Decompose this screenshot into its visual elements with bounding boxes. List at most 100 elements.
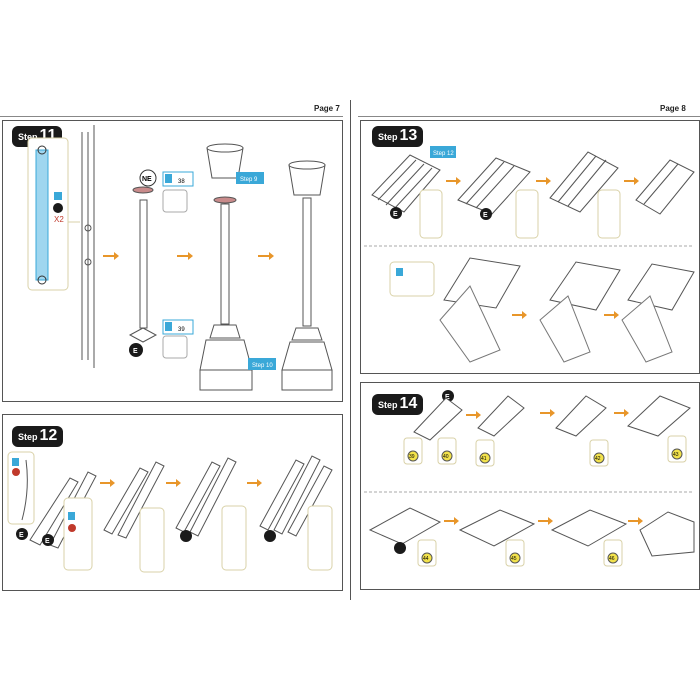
leaf-part bbox=[21, 459, 28, 521]
e-callout bbox=[129, 343, 143, 357]
e-callout bbox=[16, 528, 28, 540]
blade bbox=[103, 467, 149, 535]
step-word: Step bbox=[18, 432, 38, 442]
part-number: 46 bbox=[609, 556, 615, 562]
step-number: 13 bbox=[399, 127, 418, 144]
post-plinth bbox=[199, 369, 253, 391]
part-card bbox=[221, 505, 247, 571]
blue-rod-part bbox=[35, 149, 49, 281]
post-base-plate bbox=[128, 327, 158, 343]
lamp-top-rim bbox=[206, 143, 244, 153]
blade-bundle bbox=[555, 395, 607, 437]
part-number-dot bbox=[607, 552, 619, 564]
blade-line bbox=[557, 155, 597, 203]
grid-frame bbox=[627, 263, 695, 311]
multiplier-text: X2 bbox=[54, 215, 64, 224]
part-number: 44 bbox=[423, 556, 429, 562]
blade-line bbox=[465, 161, 505, 205]
tag-letter bbox=[165, 322, 172, 331]
step-number: 14 bbox=[399, 395, 418, 412]
arrow bbox=[540, 409, 555, 417]
step-12-label: Step 12 bbox=[12, 426, 64, 447]
blade-line bbox=[385, 163, 425, 206]
part-number: 39 bbox=[409, 454, 415, 460]
arrow bbox=[624, 177, 639, 185]
e-callout bbox=[390, 207, 402, 219]
ne-callout bbox=[139, 169, 157, 187]
rod-end bbox=[37, 145, 47, 155]
step-13-label: Step 13 bbox=[372, 126, 424, 147]
part-number-dot bbox=[421, 552, 433, 564]
blade bbox=[189, 457, 237, 537]
blade bbox=[287, 465, 333, 537]
part-letter-tag bbox=[396, 268, 403, 276]
blade-line bbox=[643, 163, 679, 205]
part-number-dot bbox=[671, 448, 683, 460]
blade-bundle bbox=[639, 511, 695, 557]
blade-bundle bbox=[627, 395, 691, 437]
joint bbox=[84, 258, 92, 266]
arrow bbox=[446, 177, 461, 185]
part-number-dot bbox=[53, 203, 63, 213]
post-collar bbox=[291, 327, 323, 341]
header-rule-right bbox=[358, 116, 700, 117]
step-10-ref-text: Step 10 bbox=[252, 363, 273, 369]
blade-bundle bbox=[477, 395, 525, 437]
part-number-dot bbox=[12, 468, 20, 476]
cap-disc bbox=[132, 186, 154, 194]
mid-disc bbox=[213, 196, 237, 204]
blade bbox=[29, 477, 79, 546]
tag-letter bbox=[165, 174, 172, 183]
part-letter-tag bbox=[12, 458, 19, 466]
header-rule-left bbox=[0, 116, 343, 117]
part-card bbox=[597, 189, 621, 239]
post-collar bbox=[209, 324, 241, 339]
part-number: 43 bbox=[673, 452, 679, 458]
tag-c-number: 38 bbox=[178, 179, 185, 185]
arrow bbox=[247, 479, 262, 487]
part-number-dot bbox=[593, 452, 605, 464]
part-number: 40 bbox=[443, 454, 449, 460]
blade-bundle bbox=[457, 157, 531, 215]
step-word: Step bbox=[378, 400, 398, 410]
step-12-ref-text: Step 12 bbox=[433, 151, 454, 157]
part-letter-tag bbox=[54, 192, 62, 200]
part-number: 42 bbox=[595, 456, 601, 462]
blade bbox=[117, 461, 165, 539]
blade-bundle bbox=[539, 295, 591, 363]
step-word: Step bbox=[378, 132, 398, 142]
step-12-ref bbox=[430, 146, 456, 158]
blade-bundle bbox=[458, 509, 536, 547]
arrow bbox=[103, 252, 119, 260]
post-shaft bbox=[302, 197, 312, 327]
step-number: 12 bbox=[39, 427, 58, 444]
e-callout bbox=[42, 534, 54, 546]
step-10-ref bbox=[248, 358, 276, 370]
arrow bbox=[512, 311, 527, 319]
e-callout bbox=[180, 530, 192, 542]
blade-bundle bbox=[621, 295, 673, 363]
blade bbox=[273, 455, 321, 535]
part-number: 45 bbox=[511, 556, 517, 562]
e-callout bbox=[264, 530, 276, 542]
e-text: E bbox=[133, 348, 138, 355]
arrow bbox=[604, 311, 619, 319]
rod-end bbox=[37, 275, 47, 285]
e-callout bbox=[480, 208, 492, 220]
blade-bundle bbox=[549, 151, 619, 213]
arrow bbox=[538, 517, 553, 525]
blade-bundle bbox=[439, 285, 501, 363]
blade-line bbox=[567, 159, 607, 207]
blade-line bbox=[475, 165, 515, 209]
e-text: E bbox=[393, 211, 398, 218]
tag-d-number: 39 bbox=[178, 327, 185, 333]
e-text: E bbox=[445, 394, 450, 401]
e-text: E bbox=[19, 532, 24, 539]
part-number: 41 bbox=[481, 456, 487, 462]
arrow bbox=[100, 479, 115, 487]
page-number-left: Page 7 bbox=[314, 104, 340, 113]
arrow bbox=[614, 409, 629, 417]
step-9-ref bbox=[236, 172, 264, 184]
